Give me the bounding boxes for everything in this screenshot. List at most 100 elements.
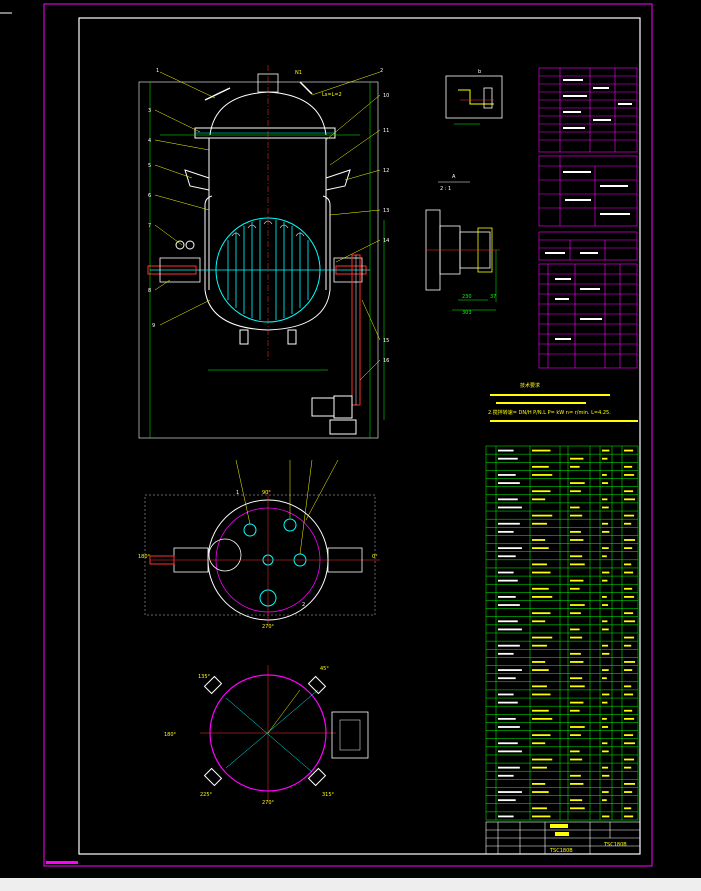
parts-list-table	[485, 445, 639, 821]
bottom-angle-270: 270°	[262, 800, 275, 806]
parts-list-cell-text	[498, 717, 516, 720]
parts-list-cell-text	[602, 742, 608, 745]
parts-list-cell-text	[498, 750, 522, 753]
parts-list-cell-text	[498, 530, 514, 533]
parts-list-cell-text	[532, 783, 546, 785]
parts-list-cell-text	[532, 693, 551, 696]
parts-list-cell-text	[498, 482, 520, 484]
svg-text:5: 5	[148, 163, 151, 169]
section-view-a: A 2 : 1 230 37 303	[425, 174, 500, 316]
top-angle-90: 90°	[262, 490, 271, 496]
parts-list-cell-text	[498, 449, 514, 452]
parts-list-cell-text	[624, 498, 636, 501]
outer-frame	[43, 3, 653, 867]
parts-list-cell-text	[624, 766, 632, 769]
parts-list-cell-text	[624, 465, 633, 468]
parts-list-cell-text	[624, 661, 636, 663]
top-view-tag-1: 1	[236, 490, 239, 496]
parts-list-cell-text	[532, 734, 551, 737]
svg-text:2: 2	[380, 68, 383, 74]
parts-list-cell-text	[532, 563, 547, 566]
bottom-angle-45: 45°	[320, 666, 329, 672]
tech-req-line-2: 2.搅拌转速= DN/H P/N.L P= kW n= r/min. L=4.2…	[488, 409, 611, 416]
parts-list-cell-text	[570, 677, 583, 680]
parts-list-cell-text	[602, 677, 607, 680]
parts-list-cell-text	[498, 742, 518, 745]
svg-text:7: 7	[148, 223, 151, 229]
bottom-angle-135: 135°	[198, 674, 211, 680]
parts-list-cell-text	[570, 612, 581, 615]
top-view-tag-2: 2	[302, 602, 305, 608]
parts-list-cell-text	[624, 815, 634, 818]
parts-list-cell-text	[570, 563, 585, 566]
parts-list-cell-text	[532, 807, 547, 810]
parts-list-cell-text	[570, 482, 585, 484]
parts-list-cell-text	[532, 522, 547, 525]
parts-list-cell-text	[602, 604, 609, 606]
parts-list-cell-text	[602, 547, 609, 550]
top-angle-0: 0°	[372, 554, 378, 560]
parts-list-cell-text	[570, 750, 580, 753]
parts-list-cell-text	[498, 677, 516, 680]
parts-list-cell-text	[624, 783, 636, 785]
parts-list-cell-text	[532, 514, 553, 517]
svg-text:8: 8	[148, 288, 151, 294]
parts-list-cell-text	[602, 522, 609, 525]
parts-list-cell-text	[570, 506, 580, 509]
parts-list-cell-text	[624, 522, 632, 525]
parts-list-cell-text	[624, 669, 633, 671]
parts-list-cell-text	[602, 766, 609, 769]
parts-list-cell-text	[532, 547, 549, 550]
parts-list-cell-text	[602, 482, 609, 484]
dim-303: 303	[462, 310, 472, 316]
parts-list-cell-text	[532, 685, 547, 688]
bottom-angle-315: 315°	[322, 792, 335, 798]
design-data-table	[538, 67, 638, 369]
parts-list-cell-text	[498, 547, 522, 550]
parts-list-cell-text	[624, 620, 636, 623]
parts-list-cell-text	[498, 596, 516, 598]
svg-text:4: 4	[148, 138, 151, 144]
parts-list-cell-text	[624, 571, 634, 574]
parts-list-cell-text	[602, 596, 607, 598]
parts-list-cell-text	[624, 734, 634, 737]
parts-list-cell-text	[532, 815, 551, 818]
parts-list-cell-text	[624, 791, 633, 793]
parts-list-cell-text	[570, 555, 583, 558]
parts-list-cell-text	[602, 693, 610, 696]
parts-list-cell-text	[602, 799, 607, 802]
leader-note: Ls=L=2	[322, 92, 342, 98]
parts-list-cell-text	[624, 474, 635, 476]
bottom-angle-180: 180°	[164, 732, 177, 738]
detail-b: b	[445, 69, 503, 125]
parts-list-cell-text	[498, 774, 514, 777]
parts-list-cell-text	[532, 498, 546, 501]
parts-list-cell-text	[602, 791, 609, 793]
parts-list-cell-text	[602, 530, 610, 533]
svg-text:3: 3	[148, 108, 151, 114]
bottom-angle-225: 225°	[200, 792, 213, 798]
parts-list-cell-text	[624, 514, 635, 517]
parts-list-cell-text	[532, 717, 553, 720]
svg-text:15: 15	[383, 338, 389, 344]
parts-list-cell-text	[498, 571, 514, 574]
parts-list-cell-text	[602, 506, 609, 509]
parts-list-cell-text	[624, 563, 632, 566]
parts-list-cell-text	[532, 766, 547, 769]
svg-text:9: 9	[152, 323, 155, 329]
parts-list-cell-text	[624, 758, 635, 761]
parts-list-cell-text	[498, 766, 520, 769]
parts-list-cell-text	[570, 799, 583, 802]
svg-text:13: 13	[383, 208, 389, 214]
title-block	[485, 821, 641, 855]
parts-list-cell-text	[570, 758, 583, 761]
parts-list-cell-text	[532, 539, 546, 541]
detail-b-label: b	[478, 69, 481, 75]
parts-list-cell-text	[602, 579, 608, 582]
top-angle-180: 180°	[138, 554, 151, 560]
parts-list-cell-text	[532, 644, 547, 647]
parts-list-cell-text	[624, 587, 633, 590]
parts-list-cell-text	[498, 604, 520, 606]
